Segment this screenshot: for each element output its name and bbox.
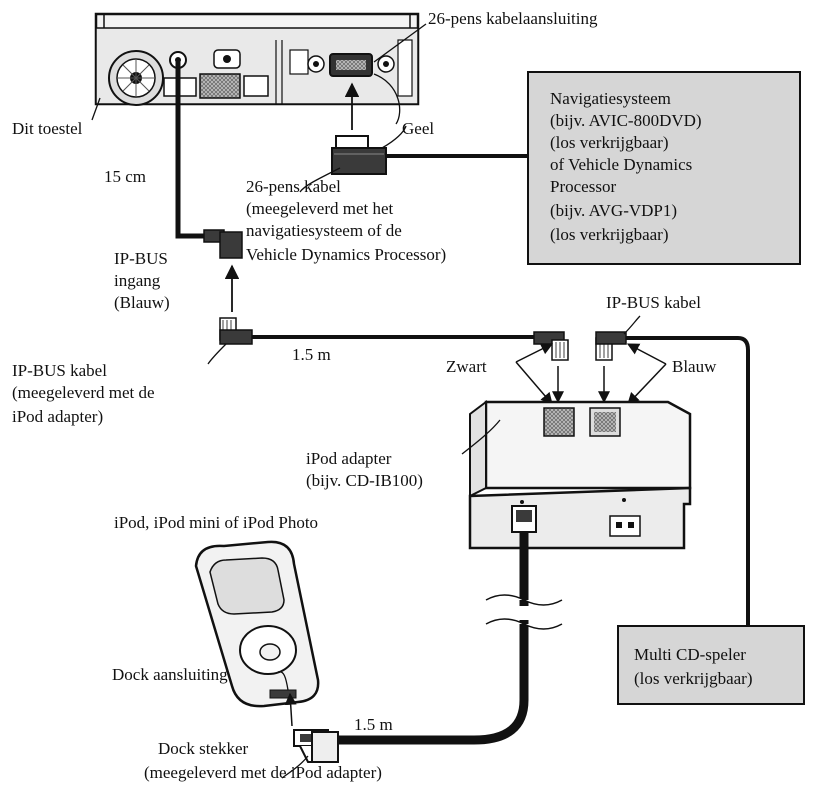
navigation-box	[527, 71, 801, 265]
label-ipbus-cable-right: IP-BUS kabel	[606, 293, 701, 312]
svg-text:(bijv. AVG-VDP1): (bijv. AVG-VDP1)	[550, 201, 677, 220]
svg-text:Processor: Processor	[550, 177, 616, 196]
svg-text:navigatiesysteem of de: navigatiesysteem of de	[246, 221, 402, 240]
blauw-plug	[595, 331, 627, 361]
svg-text:iPod adapter): iPod adapter)	[12, 407, 103, 426]
fan-icon	[108, 50, 164, 106]
svg-text:IP-BUS: IP-BUS	[114, 249, 168, 268]
label-ipod-adapter: iPod adapter (bijv. CD-IB100)	[306, 449, 423, 490]
zwart-plug	[533, 331, 569, 361]
ipbus-cable-plug-left	[219, 317, 253, 345]
cable-break	[485, 594, 563, 630]
adapter-power-socket	[609, 515, 641, 537]
svg-text:26-pens kabel: 26-pens kabel	[246, 177, 341, 196]
label-dit-toestel: Dit toestel	[12, 119, 83, 138]
ipbus-input-connector	[203, 229, 243, 259]
navigation-box-text: Navigatiesysteem (bijv. AVIC-800DVD) (lo…	[550, 89, 702, 244]
svg-text:(los verkrijgbaar): (los verkrijgbaar)	[550, 225, 668, 244]
svg-text:(meegeleverd met de: (meegeleverd met de	[12, 383, 155, 402]
svg-text:Navigatiesysteem: Navigatiesysteem	[550, 89, 671, 108]
svg-text:of Vehicle Dynamics: of Vehicle Dynamics	[550, 155, 692, 174]
svg-text:(bijv. AVIC-800DVD): (bijv. AVIC-800DVD)	[550, 111, 702, 130]
label-ipod-models: iPod, iPod mini of iPod Photo	[114, 513, 318, 532]
label-geel: Geel	[402, 119, 434, 138]
label-1-5m-top: 1.5 m	[292, 345, 331, 364]
ipod-device	[194, 540, 320, 708]
ipbus-cable-to-cd	[626, 336, 750, 626]
label-dock-aansluiting: Dock aansluiting	[112, 665, 228, 684]
ipod-dock-port	[269, 689, 297, 699]
label-26-pin-cable: 26-pens kabel (meegeleverd met het navig…	[246, 177, 446, 264]
svg-text:ingang: ingang	[114, 271, 161, 290]
label-15cm: 15 cm	[104, 167, 146, 186]
svg-text:iPod adapter: iPod adapter	[306, 449, 392, 468]
adapter-dock-port	[511, 505, 537, 533]
svg-text:(meegeleverd met de iPod adapt: (meegeleverd met de iPod adapter)	[144, 763, 382, 782]
label-1-5m-bottom: 1.5 m	[354, 715, 393, 734]
26-pin-cable-plug	[331, 135, 387, 175]
svg-text:(bijv. CD-IB100): (bijv. CD-IB100)	[306, 471, 423, 490]
svg-text:(los verkrijgbaar): (los verkrijgbaar)	[634, 669, 752, 688]
svg-text:(meegeleverd met het: (meegeleverd met het	[246, 199, 394, 218]
ipod-adapter-box	[468, 400, 692, 550]
label-zwart: Zwart	[446, 357, 487, 376]
dock-plug	[293, 729, 339, 763]
multi-cd-box-text: Multi CD-speler (los verkrijgbaar)	[634, 645, 752, 688]
svg-text:Dock stekker: Dock stekker	[158, 739, 249, 758]
label-ipbus-input: IP-BUS ingang (Blauw)	[114, 249, 170, 312]
label-dock-stekker: Dock stekker (meegeleverd met de iPod ad…	[144, 739, 382, 782]
dock-cable	[332, 532, 529, 745]
svg-text:(los verkrijgbaar): (los verkrijgbaar)	[550, 133, 668, 152]
multi-cd-box	[617, 625, 805, 705]
svg-text:IP-BUS kabel: IP-BUS kabel	[12, 361, 107, 380]
label-ipbus-cable-left: IP-BUS kabel (meegeleverd met de iPod ad…	[12, 361, 155, 426]
label-blauw: Blauw	[672, 357, 717, 376]
head-unit	[94, 12, 420, 106]
ipbus-15cm-cable	[175, 60, 206, 239]
svg-text:(Blauw): (Blauw)	[114, 293, 170, 312]
svg-text:Multi CD-speler: Multi CD-speler	[634, 645, 746, 664]
svg-text:Vehicle Dynamics Processor): Vehicle Dynamics Processor)	[246, 245, 446, 264]
label-26-pin-socket: 26-pens kabelaansluiting	[428, 9, 598, 28]
